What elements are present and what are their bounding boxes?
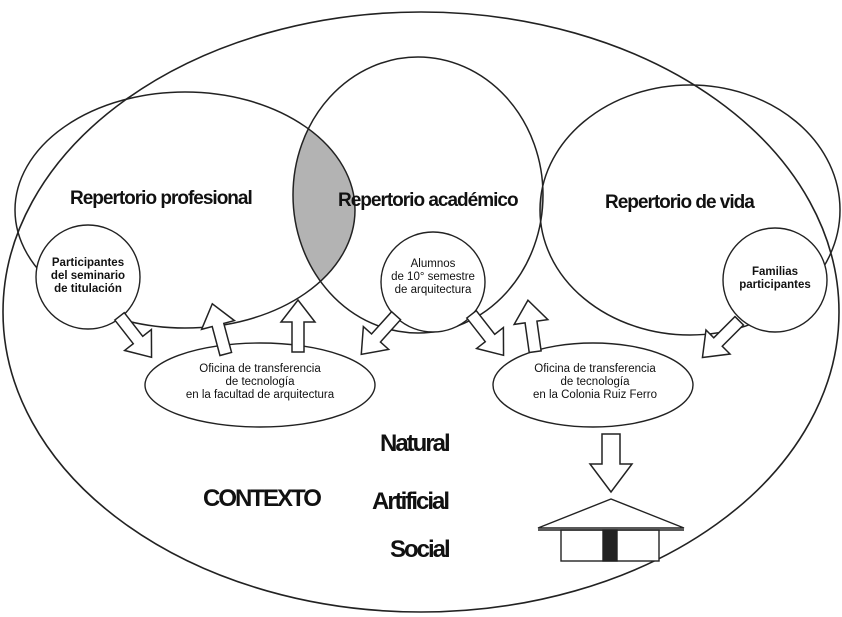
oficina-colonia-ellipse [492,342,694,428]
context-ellipse [2,11,840,613]
seminario-circle [35,224,141,330]
seminario-label: Participantes del seminario de titulació… [38,257,138,297]
oficina-facultad-ellipse [144,342,376,428]
oficina-facultad-line-2: de tecnología [225,376,295,389]
repertorio-vida-label: Repertorio de vida [605,192,755,213]
arrow-familias-to-oficina-colonia [701,315,745,359]
repertorio-profesional-circle [14,91,356,329]
alumnos-circle [380,231,486,333]
alumnos-line-1: Alumnos [410,258,456,270]
familias-line-2: participantes [739,279,811,292]
oficina-colonia-line-2: de tecnología [560,376,630,389]
oficina-colonia-label: Oficina de transferencia de tecnología e… [510,363,680,403]
alumnos-line-3: de arquitectura [394,284,472,297]
arrow-oficina-to-profesional-2 [279,298,317,353]
repertorio-profesional-label: Repertorio profesional [70,188,253,209]
arrows [113,298,745,494]
arrow-oficina-colonia-to-house [588,433,634,494]
oficina-facultad-label: Oficina de transferencia de tecnología e… [160,363,360,403]
seminario-line-3: de titulación [54,283,122,296]
arrow-oficina-colonia-to-alumnos [512,298,550,354]
oficina-colonia-line-3: en la Colonia Ruiz Ferro [532,389,657,402]
arrow-oficina-to-profesional-1 [200,302,237,357]
alumnos-line-2: de 10° semestre [391,271,475,284]
arrow-seminario-to-oficina [113,311,153,359]
repertorio-academico-circle [292,56,544,334]
seminario-line-1: Participantes [51,257,125,269]
seminario-line-2: del seminario [50,270,126,283]
alumnos-label: Alumnos de 10° semestre de arquitectura [378,258,488,298]
familias-circle [722,227,828,333]
house-icon [537,498,685,562]
context-label: CONTEXTO [203,485,322,512]
arrow-alumnos-to-oficina-facultad [360,310,402,356]
familias-label: Familias participantes [725,266,825,292]
context-artificial-label: Artificial [372,488,450,515]
context-natural-label: Natural [380,430,451,457]
oficina-colonia-line-1: Oficina de transferencia [534,363,656,375]
repertorio-academico-label: Repertorio académico [338,190,519,211]
repertorio-vida-circle [539,84,841,336]
oficina-facultad-line-1: Oficina de transferencia [199,363,321,375]
oficina-facultad-line-3: en la facultad de arquitectura [185,389,335,402]
familias-line-1: Familias [751,266,799,278]
arrow-alumnos-to-oficina-colonia [465,309,505,357]
context-social-label: Social [390,536,451,563]
